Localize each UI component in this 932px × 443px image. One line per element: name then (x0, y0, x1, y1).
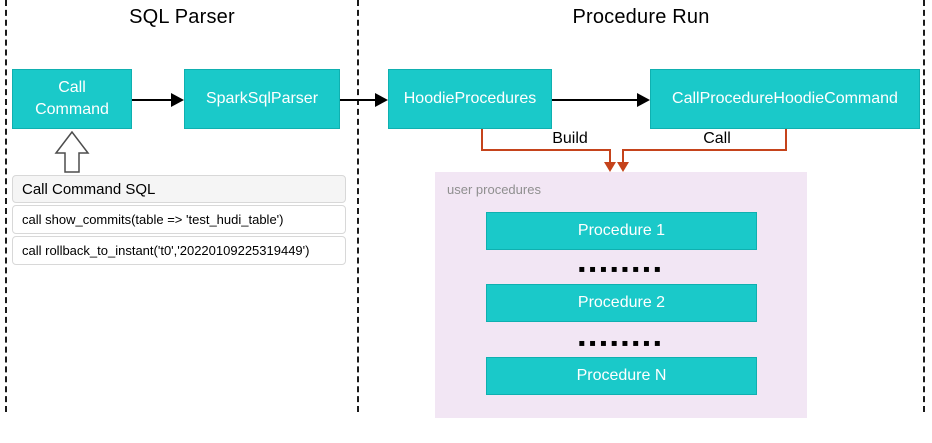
arrowhead-to-hoodie-procedures-icon (375, 93, 388, 107)
dashed-boundary-middle (357, 0, 359, 412)
node-procedure-1: Procedure 1 (486, 212, 757, 250)
call-connector-tail (622, 150, 624, 163)
node-procedure-n: Procedure N (486, 357, 757, 395)
section-title-sql-parser: SQL Parser (129, 6, 235, 28)
sql-panel-row: call show_commits(table => 'test_hudi_ta… (12, 205, 346, 234)
node-hoodie-procedures-label: HoodieProcedures (403, 90, 537, 107)
node-call-command: Call Command (12, 69, 132, 129)
node-procedure-2: Procedure 2 (486, 284, 757, 322)
node-procedure-n-label: Procedure N (576, 367, 667, 384)
section-title-procedure-run: Procedure Run (572, 6, 710, 28)
call-connector-horizontal (622, 149, 787, 151)
node-call-procedure-hoodie-command: CallProcedureHoodieCommand (650, 69, 920, 129)
call-arrowhead-icon (617, 162, 629, 172)
node-spark-sql-parser-label: SparkSqlParser (205, 90, 319, 107)
sql-panel-header: Call Command SQL (12, 175, 346, 203)
node-hoodie-procedures: HoodieProcedures (388, 69, 552, 129)
call-connector-drop (785, 129, 787, 150)
arrow-call-command-to-parser (132, 99, 172, 101)
ellipsis-dots: ▪▪▪▪▪▪▪▪ (578, 264, 665, 275)
edge-label-build: Build (552, 130, 588, 147)
ellipsis-dots: ▪▪▪▪▪▪▪▪ (578, 338, 665, 349)
build-connector-horizontal (481, 149, 611, 151)
arrowhead-to-command-icon (637, 93, 650, 107)
node-procedure-1-label: Procedure 1 (577, 222, 666, 239)
user-procedures-label: user procedures (447, 182, 541, 197)
arrow-hoodie-procedures-to-command (552, 99, 638, 101)
arrowhead-to-parser-icon (171, 93, 184, 107)
node-spark-sql-parser: SparkSqlParser (184, 69, 340, 129)
user-procedures-container: user procedures Procedure 1 ▪▪▪▪▪▪▪▪ Pro… (435, 172, 807, 418)
build-connector-tail (609, 150, 611, 163)
dashed-boundary-right (923, 0, 925, 412)
arrow-parser-to-hoodie-procedures (340, 99, 376, 101)
node-procedure-2-label: Procedure 2 (577, 294, 666, 311)
sql-panel-row: call rollback_to_instant('t0','202201092… (12, 236, 346, 265)
node-call-procedure-hoodie-command-label: CallProcedureHoodieCommand (672, 90, 898, 107)
edge-label-call: Call (703, 130, 731, 147)
build-connector-drop (481, 129, 483, 150)
hollow-up-arrow-icon (54, 131, 90, 173)
node-call-command-label: Call Command (35, 79, 109, 118)
build-arrowhead-icon (604, 162, 616, 172)
dashed-boundary-left (5, 0, 7, 412)
